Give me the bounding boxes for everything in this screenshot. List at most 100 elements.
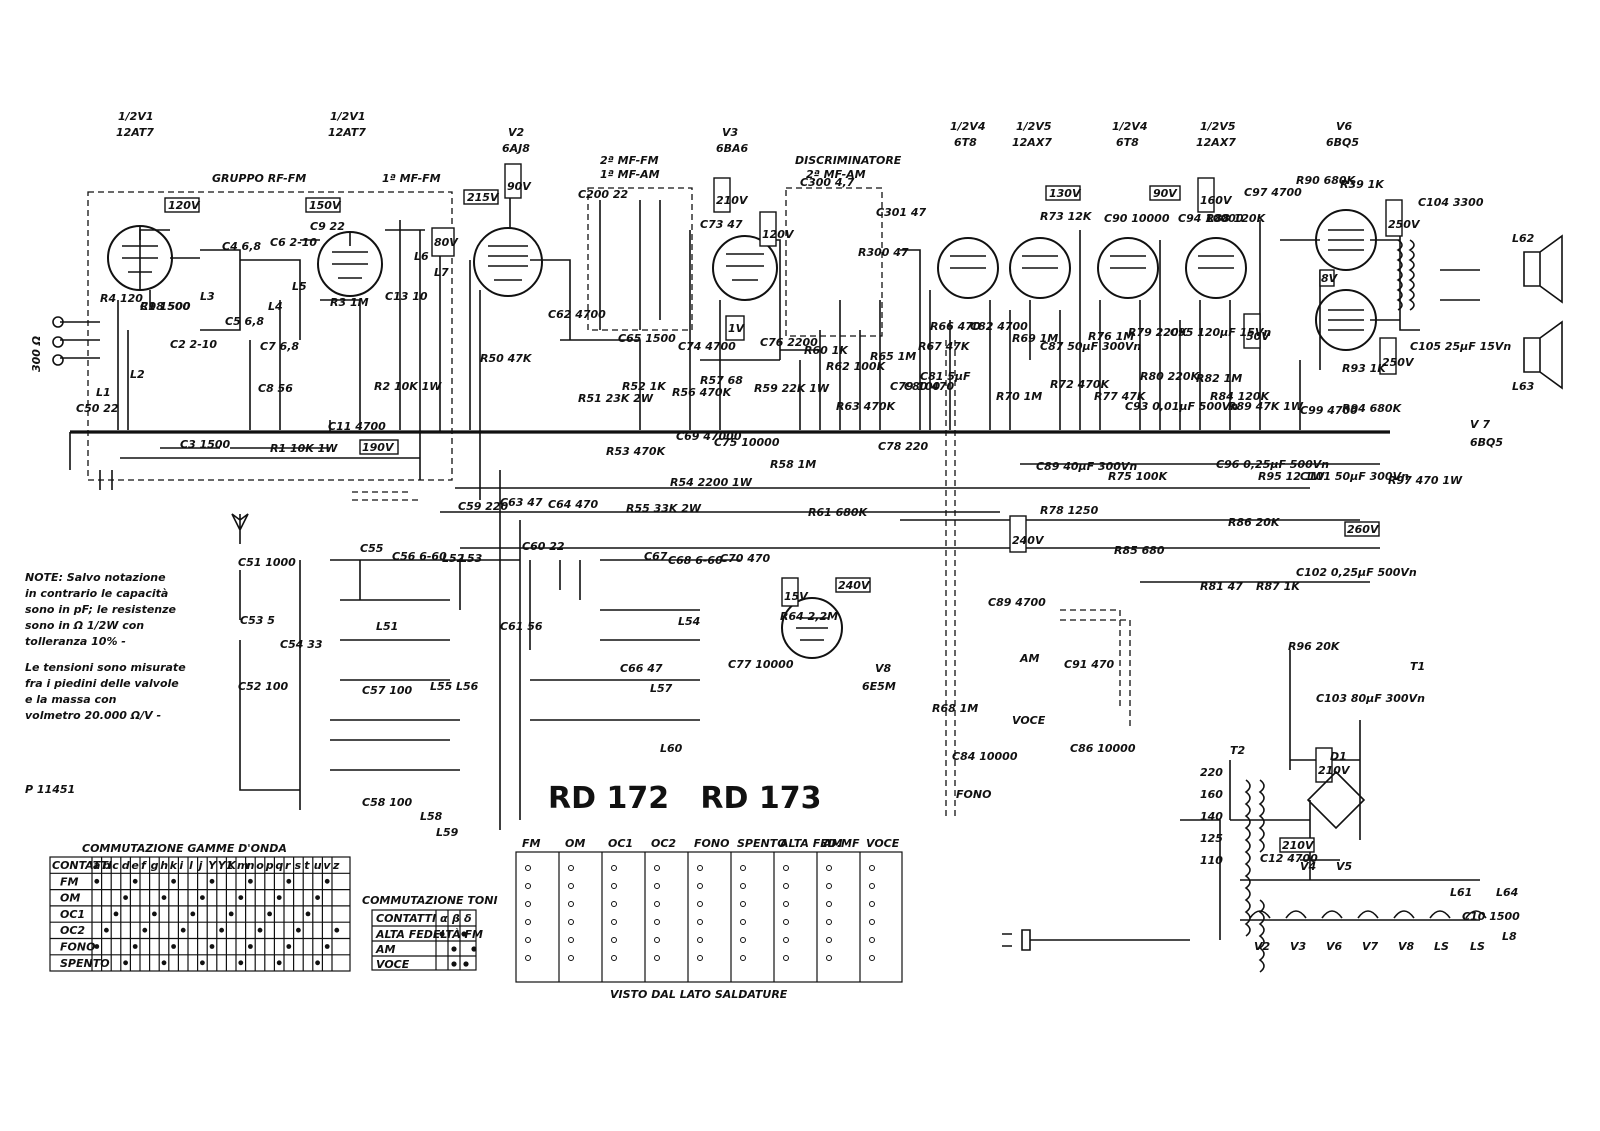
- component-label: R80 220K: [1140, 370, 1201, 383]
- tube-v7-type: 6BQ5: [1470, 436, 1503, 449]
- switch-view-contact: [611, 937, 617, 943]
- component-label: R300 47: [858, 246, 909, 259]
- switch-view-contact: [783, 955, 789, 961]
- block-mf2-fm: 2ª MF-FM: [600, 154, 659, 167]
- wave-table-dot: [286, 878, 292, 884]
- component-label: C65 1500: [618, 332, 676, 345]
- component-label: T2: [1230, 744, 1246, 757]
- tube-envelopes: [107, 209, 1377, 659]
- switch-view-contact: [869, 865, 875, 871]
- wave-table-contact: k: [170, 859, 178, 872]
- component-label: R59 22K 1W: [754, 382, 830, 395]
- component-label: R97 470 1W: [1388, 474, 1463, 487]
- component-label: C90 10000: [1104, 212, 1170, 225]
- tone-table-dot: [463, 961, 469, 967]
- component-label: C79 100: [890, 380, 941, 393]
- component-label: C55: [360, 542, 384, 555]
- wave-table-dot: [200, 895, 205, 900]
- component-label: C96 0,25µF 500Vn: [1216, 458, 1329, 471]
- component-label: C74 4700: [678, 340, 736, 353]
- note-line-4: sono in Ω 1/2W con: [25, 619, 144, 632]
- wave-table-contact: e: [131, 859, 139, 872]
- component-label: R53 470K: [606, 445, 667, 458]
- heater-filament: [1429, 910, 1451, 919]
- component-label: L4: [268, 300, 283, 313]
- switch-view-contact: [697, 901, 703, 907]
- heater-label: V4: [1300, 860, 1316, 873]
- wave-table-contact: q: [275, 859, 283, 872]
- voltage-90v-v4: 90V: [1153, 187, 1178, 200]
- tube-v1a-type: 12AT7: [116, 126, 154, 139]
- wave-table-dot: [324, 878, 330, 884]
- component-label: C52 100: [238, 680, 289, 693]
- switch-view-contact: [740, 901, 746, 907]
- component-label: R68 1M: [932, 702, 978, 715]
- wave-table-contact: f: [141, 859, 147, 872]
- transformer-tap: 160: [1200, 788, 1223, 801]
- wave-table-contact: v: [323, 859, 331, 872]
- voltage-160v: 160V: [1200, 194, 1233, 207]
- tube-v7-ref: V 7: [1470, 418, 1490, 431]
- component-label: C73 47: [700, 218, 743, 231]
- component-label: C4 6,8: [222, 240, 261, 253]
- tube-labels: 1/2V1 12AT7 1/2V1 12AT7 V2 6AJ8 V3 6BA6 …: [116, 110, 1503, 693]
- heater-filament: [1285, 910, 1307, 919]
- switch-view-contact: [654, 883, 660, 889]
- tube-v3-type: 6BA6: [716, 142, 749, 155]
- component-label: L60: [660, 742, 683, 755]
- block-outlines: GRUPPO RF-FM 1ª MF-FM 2ª MF-FM 1ª MF-AM …: [87, 154, 902, 481]
- switch-view-contact: [826, 937, 832, 943]
- tube-v4a-type: 6T8: [954, 136, 977, 149]
- component-label: L5: [292, 280, 307, 293]
- component-label: C70 470: [720, 552, 771, 565]
- tone-table-dot: [461, 931, 467, 937]
- component-label: C80 470: [904, 380, 955, 393]
- voltage-190v: 190V: [362, 441, 395, 454]
- component-label: L2: [130, 368, 145, 381]
- wave-table-dot: [286, 944, 292, 949]
- voltage-210v: 210V: [716, 194, 749, 207]
- wave-table-dot: [334, 927, 340, 933]
- component-label: C87 50µF 300Vn: [1040, 340, 1141, 353]
- wave-table-contact: p: [265, 859, 274, 872]
- tube-v2-type: 6AJ8: [502, 142, 530, 155]
- component-label: R86 20K: [1228, 516, 1281, 529]
- component-label: R70 1M: [996, 390, 1042, 403]
- component-label: R73 12K: [1040, 210, 1093, 223]
- wave-table-dot: [161, 960, 167, 966]
- component-label: C53 5: [240, 614, 275, 627]
- switch-view-contact: [740, 955, 746, 961]
- wave-table-row-label: OC2: [60, 924, 85, 937]
- component-label: C77 10000: [728, 658, 794, 671]
- wave-table-contact: o: [256, 859, 264, 872]
- wave-table-dot: [113, 911, 119, 917]
- component-label: C97 4700: [1244, 186, 1302, 199]
- tone-table-col: α: [440, 912, 448, 925]
- wave-table-dot: [228, 911, 234, 917]
- component-label: R52 1K: [622, 380, 667, 393]
- component-label: L62: [1512, 232, 1535, 245]
- switch-view-contact: [826, 919, 832, 925]
- wave-table-row-label: SPENTO: [60, 957, 110, 970]
- wave-table-title: COMMUTAZIONE GAMME D'ONDA: [82, 842, 287, 855]
- component-label: L64: [1496, 886, 1518, 899]
- component-label: L61: [1450, 886, 1472, 899]
- component-label: R98 500: [140, 300, 191, 313]
- switch-view-contact: [525, 919, 531, 925]
- tube-v5a-ref: 1/2V5: [1016, 120, 1052, 133]
- component-label: R56 470K: [672, 386, 733, 399]
- switch-view-contact: [525, 937, 531, 943]
- component-label: L6: [414, 250, 429, 263]
- wave-table-dot: [209, 944, 215, 949]
- tone-table-row-label: ALTA FEDELTÀ FM: [375, 927, 483, 941]
- component-label: C50 22: [76, 402, 119, 415]
- component-label: R62 100K: [826, 360, 887, 373]
- wave-table-dot: [161, 895, 167, 900]
- switch-view-contact: [611, 955, 617, 961]
- component-label: L51: [376, 620, 398, 633]
- switch-view-contact: [869, 937, 875, 943]
- component-label: L63: [1512, 380, 1535, 393]
- wave-table-contact: c: [112, 859, 119, 872]
- tube-v5a-type: 12AX7: [1012, 136, 1052, 149]
